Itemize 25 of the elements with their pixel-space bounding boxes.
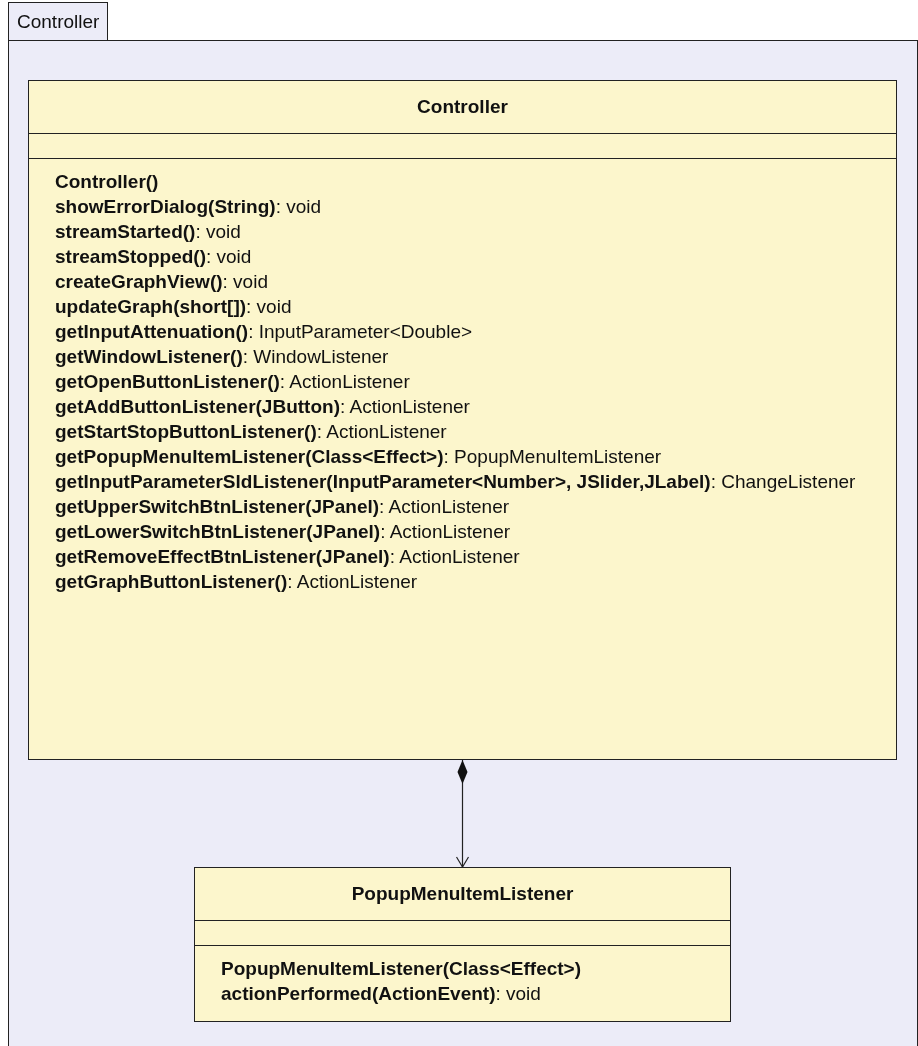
method-signature: getRemoveEffectBtnListener(JPanel): ActionListener <box>55 545 521 569</box>
method-signature: streamStarted(): void <box>55 220 242 244</box>
method-signature: createGraphView(): void <box>55 270 269 294</box>
method-signature: Controller() <box>55 170 160 194</box>
method-signature: actionPerformed(ActionEvent): void <box>221 982 542 1006</box>
class-box <box>28 80 897 760</box>
composition-arrow <box>455 759 470 868</box>
method-signature: getAddButtonListener(JButton): ActionListener <box>55 395 471 419</box>
method-signature: getInputAttenuation(): InputParameter<Double> <box>55 320 474 344</box>
method-signature: updateGraph(short[]): void <box>55 295 293 319</box>
class-box <box>194 867 731 1022</box>
method-signature: getWindowListener(): WindowListener <box>55 345 390 369</box>
method-signature: PopupMenuItemListener(Class<Effect>) <box>221 957 583 981</box>
class-name: PopupMenuItemListener <box>351 883 574 905</box>
method-signature: getGraphButtonListener(): ActionListener <box>55 570 419 594</box>
package-tab: Controller <box>8 2 109 40</box>
method-signature: getOpenButtonListener(): ActionListener <box>55 370 411 394</box>
method-signature: getStartStopButtonListener(): ActionListener <box>55 420 448 444</box>
class-name: Controller <box>417 96 508 118</box>
method-signature: getInputParameterSldListener(InputParameter<Number>, JSlider,JLabel): ChangeListener <box>55 470 857 494</box>
method-signature: streamStopped(): void <box>55 245 253 269</box>
method-signature: getPopupMenuItemListener(Class<Effect>): PopupMenuItemListener <box>55 445 663 469</box>
method-signature: showErrorDialog(String): void <box>55 195 323 219</box>
method-signature: getUpperSwitchBtnListener(JPanel): ActionListener <box>55 495 511 519</box>
method-signature: getLowerSwitchBtnListener(JPanel): ActionListener <box>55 520 512 544</box>
